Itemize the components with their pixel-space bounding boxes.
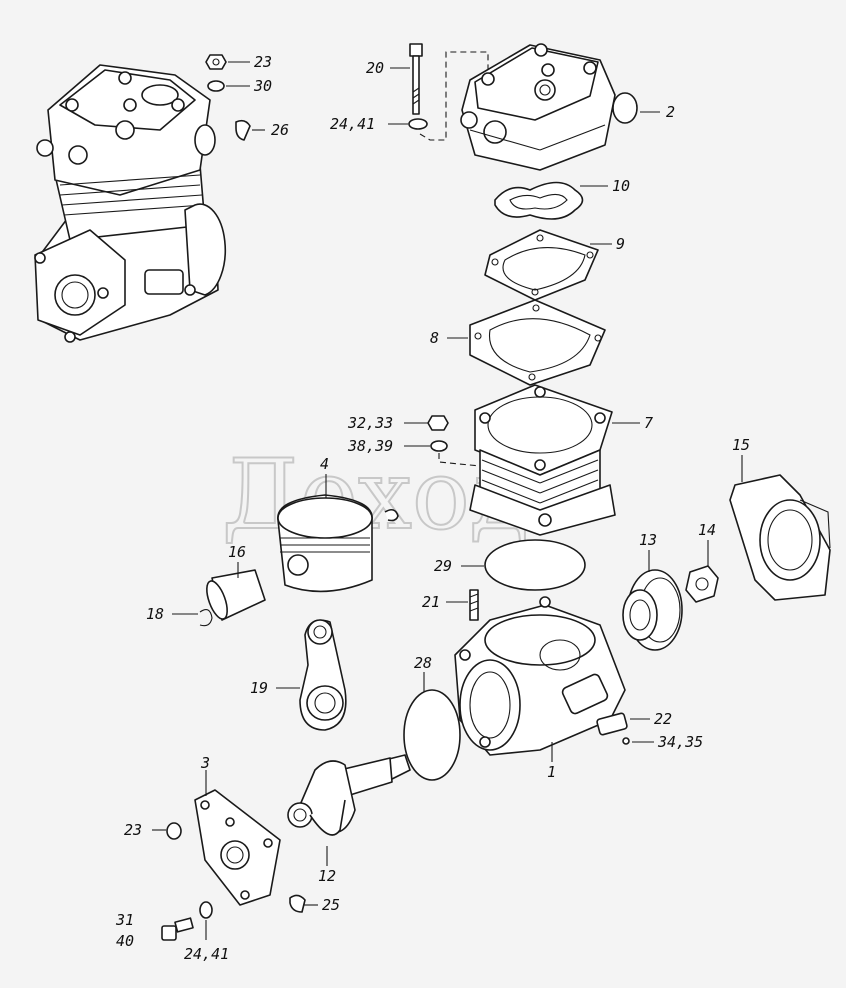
callout-12: 12 [318, 867, 336, 885]
callout-3: 3 [200, 754, 210, 772]
callout-9: 9 [616, 235, 625, 253]
cylinder-7 [469, 384, 616, 536]
cylinder-head-2 [460, 43, 638, 171]
washer-30 [207, 80, 225, 92]
washer-38-39 [430, 440, 448, 452]
callout-34-35: 34,35 [657, 733, 703, 751]
leader-lines [152, 61, 743, 940]
callout-29: 29 [434, 557, 452, 575]
nut-23-top [205, 54, 227, 70]
callout-18: 18 [146, 605, 164, 623]
bolt-path [419, 51, 489, 141]
callout-13: 13 [639, 531, 657, 549]
callout-7: 7 [644, 414, 653, 432]
bolt-31-40 [161, 917, 194, 941]
nut-23-bottom [166, 822, 182, 840]
o-ring-29 [484, 539, 586, 591]
callout-24-41-bottom: 24,41 [184, 945, 229, 963]
callout-10: 10 [612, 177, 630, 195]
callout-19: 19 [250, 679, 268, 697]
clip-26 [235, 119, 251, 141]
callout-20: 20 [366, 59, 384, 77]
connecting-rod-19 [299, 619, 347, 731]
gasket-9 [484, 229, 599, 301]
nut-32-33 [427, 415, 449, 431]
callout-4: 4 [320, 455, 329, 473]
callout-21: 21 [422, 593, 440, 611]
gear-13 [622, 569, 683, 651]
callout-15: 15 [732, 436, 750, 454]
callout-23-bottom: 23 [124, 821, 142, 839]
callout-31: 31 [115, 911, 134, 929]
flange-15 [729, 474, 831, 601]
gasket-10 [494, 181, 584, 220]
callout-16: 16 [228, 543, 246, 561]
stud-21 [469, 589, 479, 621]
snap-ring-4 [384, 508, 399, 522]
callout-14: 14 [698, 521, 716, 539]
piston-4 [277, 494, 373, 593]
cover-3 [194, 789, 281, 906]
assembled-compressor [34, 64, 227, 343]
callout-40: 40 [116, 932, 134, 950]
callout-8: 8 [430, 329, 439, 347]
washer-24-41-top [408, 118, 428, 130]
gasket-28 [403, 689, 461, 781]
callout-23-top: 23 [254, 53, 272, 71]
screw-34-35 [622, 737, 630, 745]
callout-2: 2 [666, 103, 675, 121]
callout-22: 22 [654, 710, 672, 728]
cover-plate-22 [596, 712, 628, 736]
callout-labels: 23 30 26 20 24,41 2 10 9 8 32,33 7 38,39… [115, 53, 750, 963]
circlip-18 [199, 609, 213, 627]
callout-26: 26 [271, 121, 289, 139]
crankshaft-12 [287, 754, 411, 836]
nut-14 [685, 565, 719, 603]
callout-30: 30 [253, 77, 272, 95]
clip-25 [289, 894, 306, 913]
callout-25: 25 [322, 896, 340, 914]
washer-24-41-bottom [199, 901, 213, 919]
gasket-8 [469, 299, 606, 386]
callout-38-39: 38,39 [347, 437, 393, 455]
callout-32-33: 32,33 [347, 414, 393, 432]
callout-24-41-top: 24,41 [330, 115, 375, 133]
crankcase-1 [454, 596, 626, 756]
callout-1: 1 [547, 763, 556, 781]
bolt-20 [409, 43, 423, 115]
callout-28: 28 [414, 654, 432, 672]
